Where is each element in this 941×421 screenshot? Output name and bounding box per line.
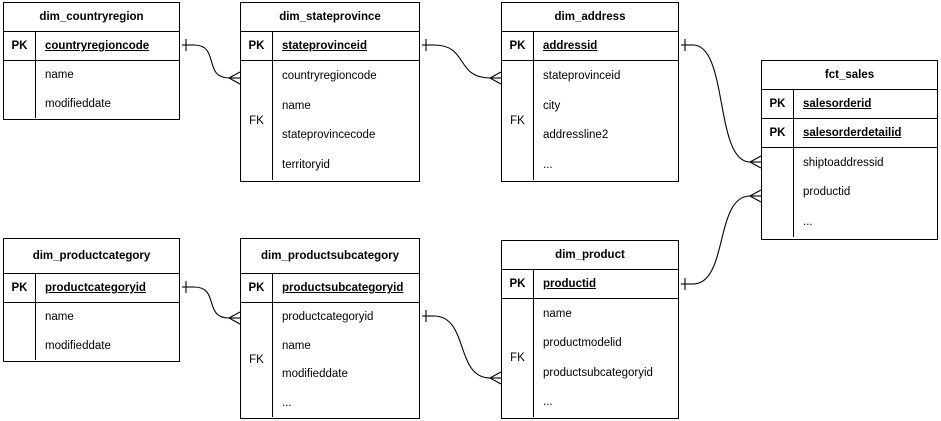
entity-title-line: fct_sales (824, 68, 875, 81)
attribute-name: countryregioncode (282, 69, 377, 82)
attribute-name: ... (543, 396, 553, 409)
entity-title-line: dim_product (260, 249, 331, 262)
attribute-body-dim_stateprovince: FK countryregioncode name stateprovincecode… (241, 61, 419, 180)
entity-title-line: dim_product (555, 248, 625, 261)
attribute-name: salesorderdetailid (803, 127, 902, 139)
entity-title-line: subcategory (330, 249, 400, 262)
relationship-product-to-fctsales[interactable] (681, 189, 762, 290)
attribute-name: name (45, 69, 74, 82)
attribute-name: stateprovinceid (282, 40, 367, 52)
attribute-list: name modifieddate (36, 61, 179, 118)
key-label-none (4, 61, 36, 118)
attribute-name: productid (543, 278, 597, 290)
attribute-body-dim_countryregion: name modifieddate (4, 61, 179, 118)
attribute-name: name (45, 311, 74, 324)
attribute-name: productcategoryid (282, 311, 374, 324)
attribute-body-dim_address: FK stateprovinceid city addressline2... (502, 61, 678, 180)
attribute-body-dim_productcategory: name modifieddate (4, 303, 179, 360)
entity-title-fct_sales: fct_sales (762, 61, 937, 90)
key-label-fk: FK (502, 61, 534, 180)
entity-title-dim_address: dim_address (502, 3, 678, 32)
key-label-none (762, 148, 794, 237)
attribute-row-salesorderid[interactable]: PK salesorderid (762, 90, 937, 119)
key-label-none (4, 303, 36, 360)
attribute-body-fct_sales: shiptoaddressid productid... (762, 148, 937, 237)
attribute-body-dim_product: FK name productmodelid productsubcategoryid… (502, 299, 678, 417)
relationship-address-to-fctsales[interactable] (681, 39, 762, 169)
key-label-fk: FK (241, 303, 273, 417)
key-label-pk: PK (4, 274, 36, 302)
attribute-body-dim_productsubcategory: FK productcategoryid name modifieddate... (241, 303, 419, 417)
attribute-name: ... (282, 396, 292, 409)
attribute-name: shiptoaddressid (803, 156, 884, 169)
attribute-list: stateprovinceid city addressline2... (534, 61, 678, 180)
attribute-name: stateprovincecode (282, 129, 376, 142)
entity-title-dim_countryregion: dim_countryregion (4, 3, 179, 32)
attribute-name: countryregioncode (45, 40, 150, 52)
attribute-name: city (543, 99, 561, 112)
attribute-list: name productmodelid productsubcategoryid..… (534, 299, 678, 417)
attribute-row-productsubcategoryid[interactable]: PK productsubcategoryid (241, 274, 419, 303)
attribute-name: name (282, 99, 311, 112)
key-label-pk: PK (241, 32, 273, 60)
attribute-list: productcategoryid name modifieddate... (273, 303, 419, 417)
attribute-name: modifieddate (45, 97, 111, 110)
entity-title-dim_stateprovince: dim_stateprovince (241, 3, 419, 32)
attribute-name: territoryid (282, 159, 330, 172)
entity-title-line: dim_product (32, 249, 103, 262)
key-label-pk: PK (502, 32, 534, 60)
key-label-pk: PK (762, 90, 794, 118)
attribute-row-countryregioncode[interactable]: PK countryregioncode (4, 32, 179, 61)
attribute-name: name (543, 307, 572, 320)
relationship-countryregion-to-stateprovince[interactable] (182, 39, 241, 85)
attribute-name: productsubcategoryid (282, 282, 404, 294)
relationship-productcategory-to-subcategory[interactable] (182, 281, 241, 325)
attribute-name: ... (543, 159, 553, 172)
entity-title-line: dim_countryregion (39, 10, 144, 23)
attribute-name: salesorderid (803, 98, 872, 110)
attribute-list: shiptoaddressid productid... (794, 148, 937, 237)
key-label-fk: FK (502, 299, 534, 417)
attribute-name: productmodelid (543, 337, 622, 350)
relationship-stateprovince-to-address[interactable] (422, 39, 502, 85)
entity-title-line: dim_address (554, 10, 626, 23)
attribute-row-salesorderdetailid[interactable]: PK salesorderdetailid (762, 119, 937, 148)
attribute-list: countryregioncode name stateprovincecode te… (273, 61, 419, 180)
attribute-list: name modifieddate (36, 303, 179, 360)
attribute-name: productsubcategoryid (543, 366, 653, 379)
entity-title-line: dim_stateprovince (279, 10, 381, 23)
attribute-row-stateprovinceid[interactable]: PK stateprovinceid (241, 32, 419, 61)
entity-title-dim_product: dim_product (502, 241, 678, 270)
attribute-name: addressline2 (543, 129, 609, 142)
key-label-pk: PK (241, 274, 273, 302)
attribute-name: productcategoryid (45, 282, 146, 294)
attribute-name: modifieddate (282, 368, 348, 381)
attribute-name: name (282, 339, 311, 352)
attribute-name: addressid (543, 40, 598, 52)
attribute-name: ... (803, 216, 813, 229)
attribute-name: modifieddate (45, 339, 111, 352)
key-label-pk: PK (4, 32, 36, 60)
key-label-pk: PK (502, 270, 534, 298)
attribute-row-productid[interactable]: PK productid (502, 270, 678, 299)
attribute-row-productcategoryid[interactable]: PK productcategoryid (4, 274, 179, 303)
key-label-pk: PK (762, 119, 794, 147)
attribute-name: productid (803, 186, 851, 199)
attribute-row-addressid[interactable]: PK addressid (502, 32, 678, 61)
attribute-name: stateprovinceid (543, 69, 621, 82)
key-label-fk: FK (241, 61, 273, 180)
relationship-subcategory-to-product[interactable] (422, 310, 502, 385)
entity-title-line: category (102, 249, 151, 262)
